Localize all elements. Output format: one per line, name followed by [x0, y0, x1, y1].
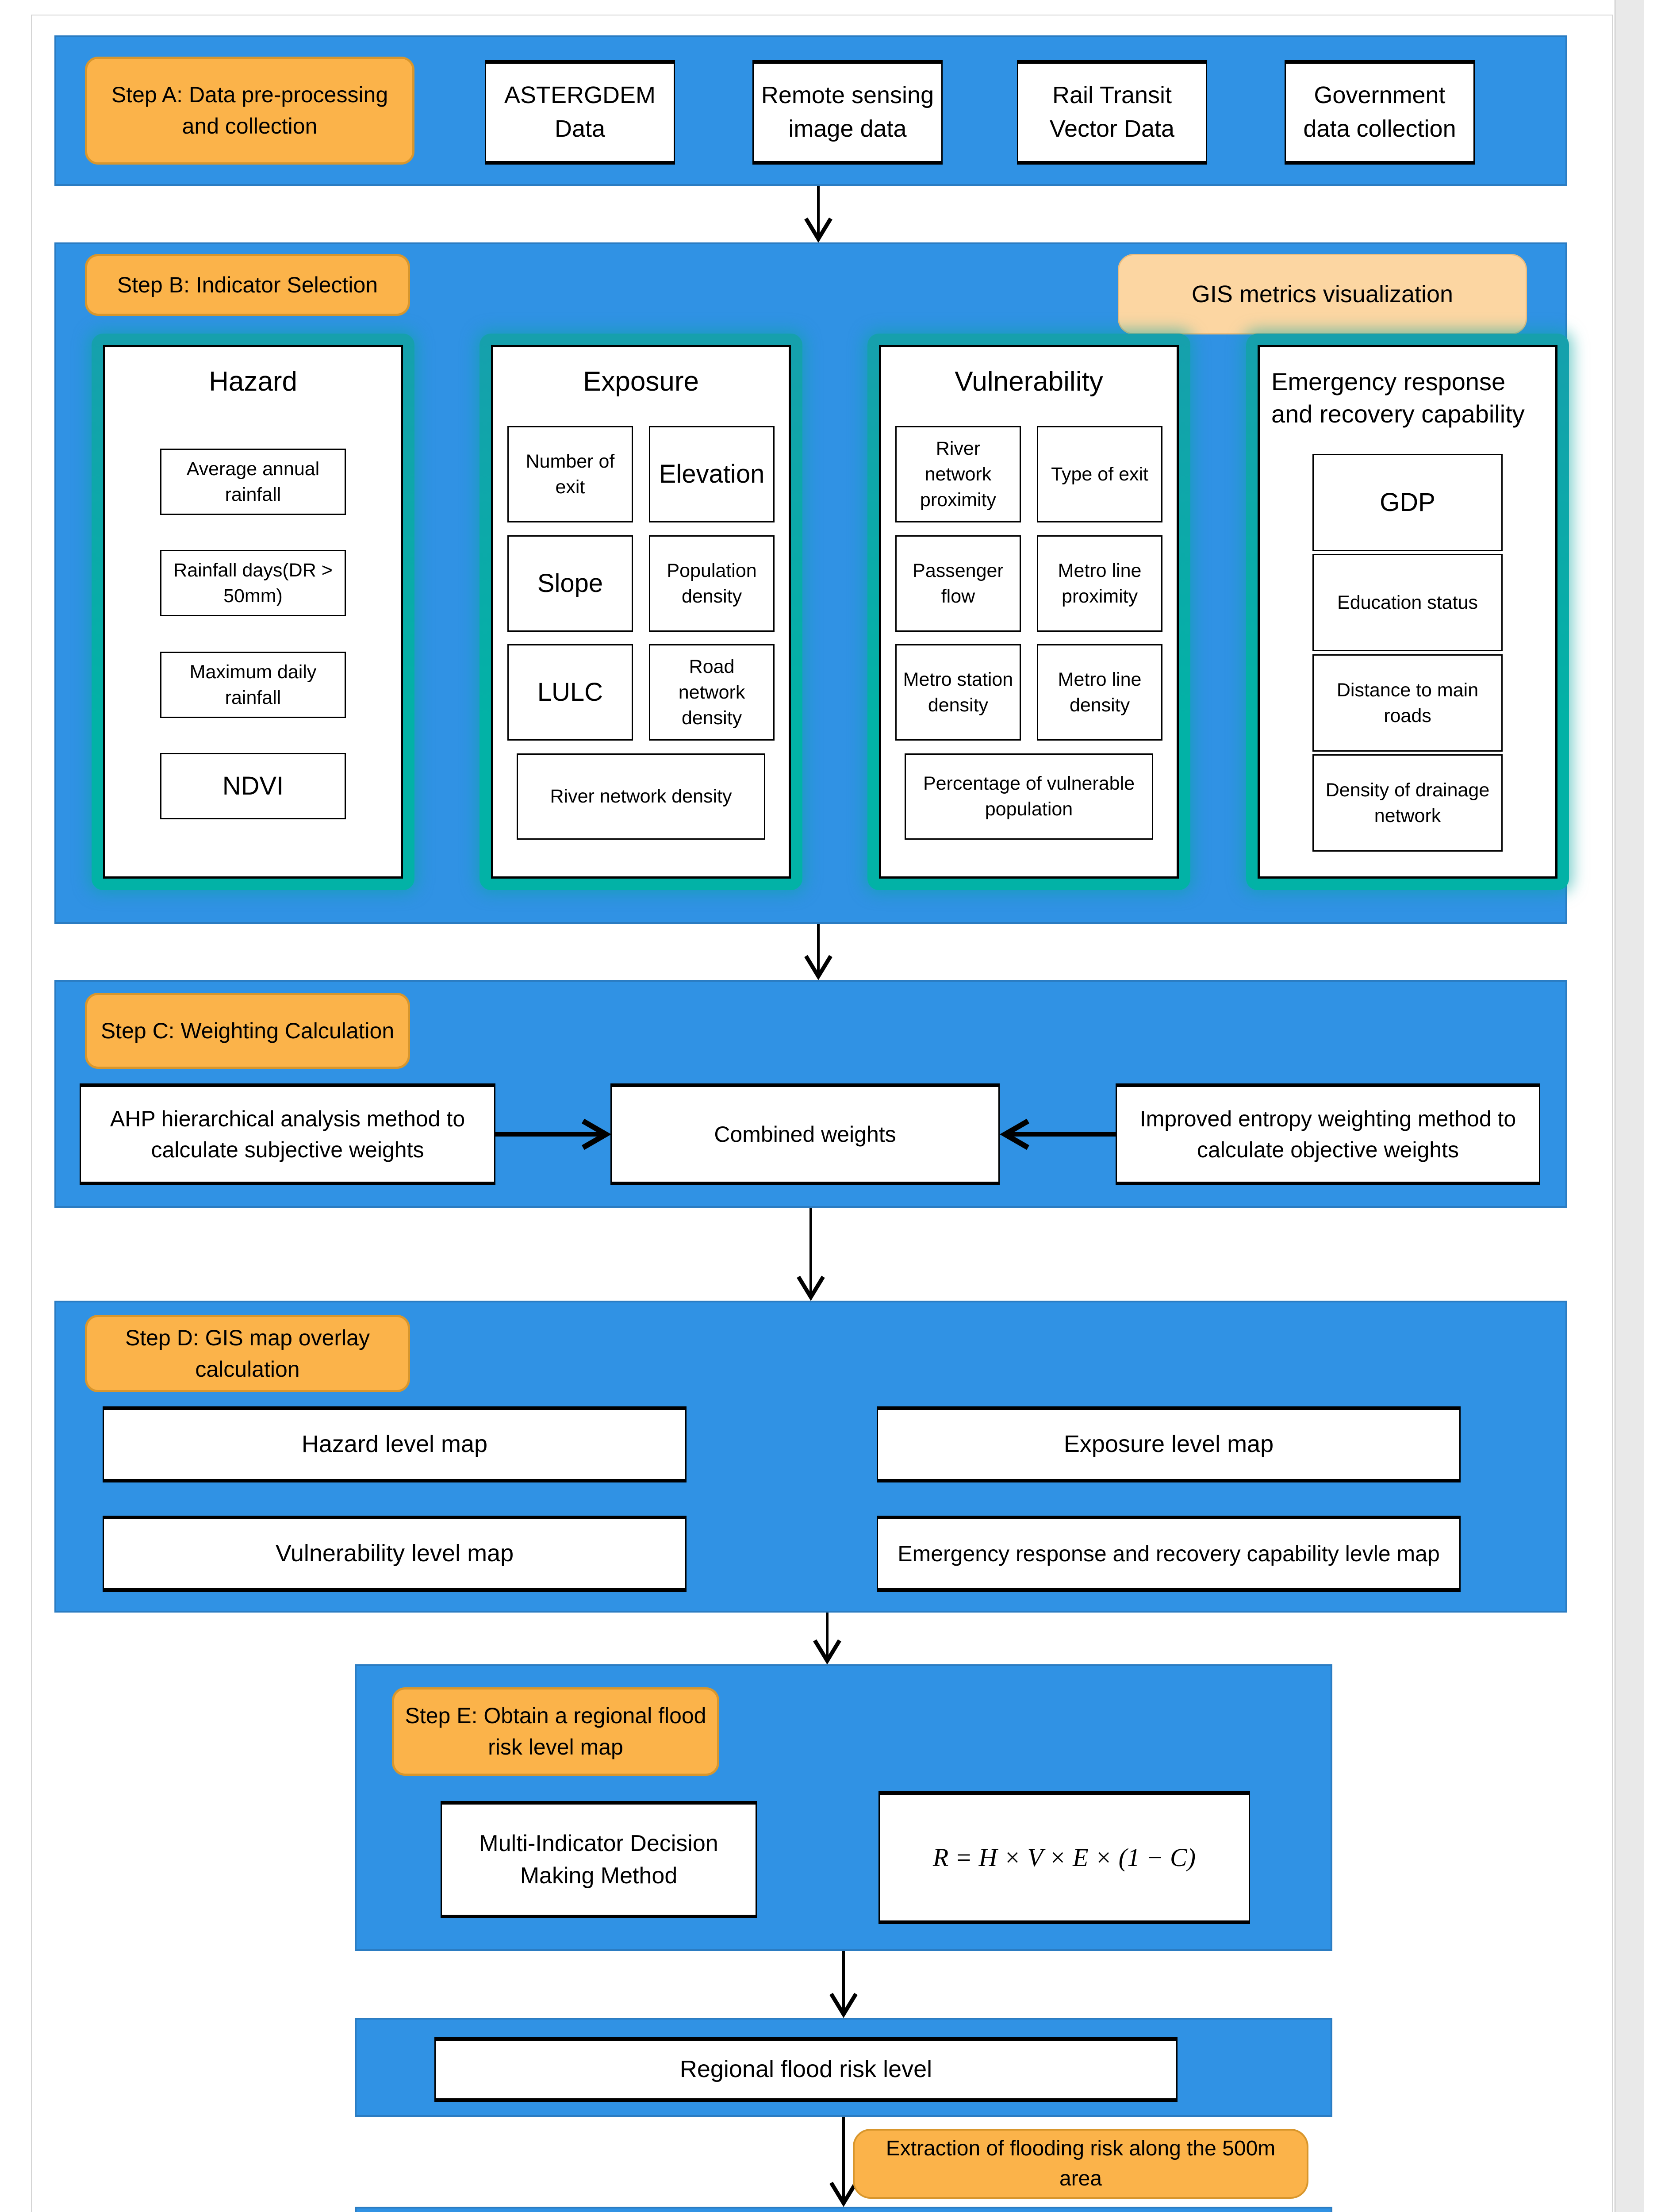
indicator-box: Type of exit	[1037, 426, 1162, 523]
step-b-label: Step B: Indicator Selection	[85, 254, 410, 316]
indicator-box: River network density	[517, 753, 765, 840]
indicator-box: Maximum daily rainfall	[160, 651, 346, 718]
arrow-regional-to-rail-icon	[829, 2117, 858, 2207]
arrow-subjective-to-combined-icon	[495, 1118, 612, 1150]
column-title: Exposure	[583, 366, 699, 397]
indicator-box: Passenger flow	[895, 535, 1021, 632]
indicator-box: Distance to main roads	[1312, 654, 1503, 752]
indicator-box: Average annual rainfall	[160, 449, 346, 515]
arrow-a-to-b-icon	[804, 186, 832, 243]
extraction-label: Extraction of flooding risk along the 50…	[853, 2129, 1308, 2199]
combined-weights-box: Combined weights	[610, 1083, 1000, 1185]
indicator-box: Road network density	[649, 644, 775, 741]
indicator-box: Number of exit	[507, 426, 633, 523]
indicator-box: Metro station density	[895, 644, 1021, 741]
column-title: Emergency response and recovery capabili…	[1271, 368, 1525, 428]
step-e-label: Step E: Obtain a regional flood risk lev…	[392, 1687, 719, 1776]
arrow-objective-to-combined-icon	[999, 1118, 1116, 1150]
indicator-box: River network proximity	[895, 426, 1021, 523]
hazard-map-box: Hazard level map	[103, 1406, 687, 1482]
indicator-box: Metro line density	[1037, 644, 1162, 741]
subjective-weights-box: AHP hierarchical analysis method to calc…	[80, 1083, 495, 1185]
indicator-box: Density of drainage network	[1312, 754, 1503, 852]
arrow-c-to-d-icon	[797, 1208, 825, 1301]
data-source-box: Rail Transit Vector Data	[1017, 60, 1207, 165]
arrow-e-to-regional-icon	[829, 1951, 858, 2018]
data-source-box: ASTERGDEM Data	[485, 60, 675, 165]
column-title: Hazard	[209, 366, 297, 397]
indicator-box: LULC	[507, 644, 633, 741]
objective-weights-box: Improved entropy weighting method to cal…	[1116, 1083, 1540, 1185]
data-source-box: Government data collection	[1285, 60, 1475, 165]
indicator-box: NDVI	[160, 753, 346, 819]
indicator-box: Population density	[649, 535, 775, 632]
regional-risk-box: Regional flood risk level	[434, 2037, 1178, 2102]
column-hazard: Hazard Average annual rainfall Rainfall …	[92, 334, 414, 890]
exposure-map-box: Exposure level map	[877, 1406, 1461, 1482]
column-emergency: Emergency response and recovery capabili…	[1246, 334, 1569, 890]
column-exposure: Exposure Number of exit Elevation Slope …	[480, 334, 802, 890]
panel-step-e: Step E: Obtain a regional flood risk lev…	[355, 1664, 1332, 1951]
panel-step-a: Step A: Data pre-processing and collecti…	[54, 35, 1567, 186]
midm-method-box: Multi-Indicator Decision Making Method	[441, 1801, 757, 1918]
column-vulnerability: Vulnerability River network proximity Ty…	[867, 334, 1190, 890]
panel-step-c: Step C: Weighting Calculation AHP hierar…	[54, 980, 1567, 1208]
panel-step-d: Step D: GIS map overlay calculation Haza…	[54, 1301, 1567, 1613]
panel-step-b: Step B: Indicator Selection GIS metrics …	[54, 242, 1569, 924]
step-d-label: Step D: GIS map overlay calculation	[85, 1315, 410, 1392]
indicator-box: Elevation	[649, 426, 775, 523]
arrow-b-to-c-icon	[804, 924, 832, 980]
emergency-map-box: Emergency response and recovery capabili…	[877, 1516, 1461, 1592]
data-source-box: Remote sensing image data	[752, 60, 943, 165]
indicator-box: Slope	[507, 535, 633, 632]
indicator-box: Metro line proximity	[1037, 535, 1162, 632]
page-right-gutter	[1615, 0, 1644, 2212]
risk-formula: R = H × V × E × (1 − C)	[932, 1843, 1196, 1872]
vulnerability-map-box: Vulnerability level map	[103, 1516, 687, 1592]
indicator-box: GDP	[1312, 454, 1503, 552]
gis-metrics-label: GIS metrics visualization	[1118, 254, 1527, 334]
panel-regional-risk: Regional flood risk level	[355, 2018, 1332, 2117]
arrow-d-to-e-icon	[813, 1613, 841, 1665]
panel-rail-risk: Rail transit system risk level	[355, 2207, 1332, 2212]
column-title: Vulnerability	[955, 366, 1103, 397]
step-a-label: Step A: Data pre-processing and collecti…	[85, 57, 414, 165]
indicator-box: Percentage of vulnerable population	[905, 753, 1153, 840]
indicator-box: Rainfall days(DR > 50mm)	[160, 550, 346, 617]
risk-formula-box: R = H × V × E × (1 − C)	[878, 1791, 1250, 1924]
step-c-label: Step C: Weighting Calculation	[85, 993, 410, 1069]
indicator-box: Education status	[1312, 554, 1503, 652]
